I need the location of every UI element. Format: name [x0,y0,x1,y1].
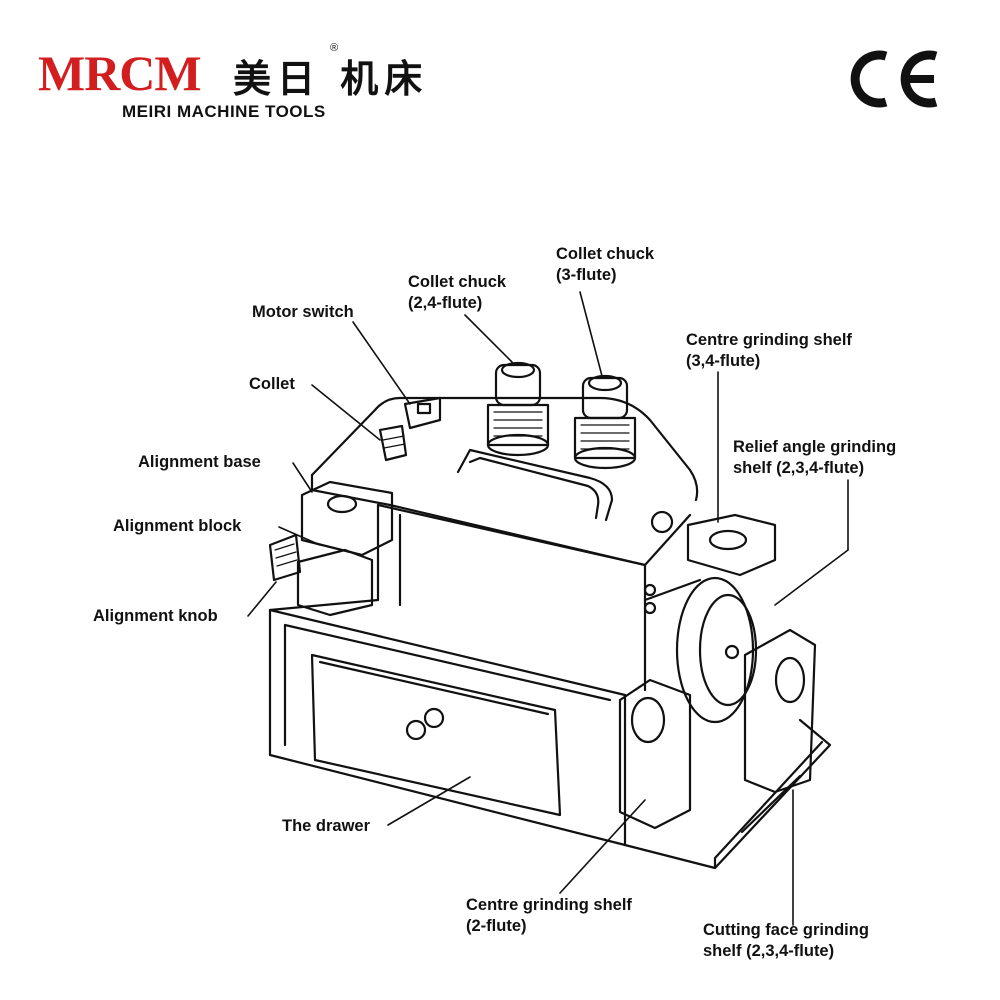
motor-switch [403,396,442,430]
top-handle [456,448,614,522]
brand-logo: MRCM 美日 机床 ® MEIRI MACHINE TOOLS [38,40,458,130]
alignment-assembly [268,480,394,617]
brand-english-name: MEIRI MACHINE TOOLS [122,102,326,121]
label-centre-grinding-shelf-3-4-flute: Centre grinding shelf(3,4-flute) [686,331,852,370]
drawer-outline [310,653,562,817]
collet-chuck-2-4-flute [486,361,550,457]
collet-part [378,424,408,462]
centre-shelf-2-flute [618,678,692,830]
label-collet-chuck-2-4-flute: Collet chuck(2,4-flute) [408,273,507,312]
ce-mark-icon [850,50,938,108]
centre-shelf-3-4-flute [650,510,777,577]
label-centre-grinding-shelf-2-flute: Centre grinding shelf(2-flute) [466,896,632,935]
cutting-face-shelf [743,628,817,794]
grinding-wheel [643,576,758,724]
label-collet-chuck-3-flute: Collet chuck(3-flute) [556,245,655,284]
machine-top-cover [310,396,699,567]
brand-chinese-name: 美日 机床 [233,57,429,101]
label-motor-switch: Motor switch [252,303,354,321]
base-plate [623,718,832,870]
brand-wordmark: MRCM [38,45,202,101]
label-the-drawer: The drawer [282,817,371,835]
label-alignment-knob: Alignment knob [93,607,218,625]
leader-lines [247,291,849,926]
collet-chuck-3-flute [573,374,637,470]
label-collet: Collet [249,375,295,393]
label-alignment-block: Alignment block [113,517,242,535]
machine-body [268,503,647,847]
registered-mark: ® [330,42,339,54]
label-alignment-base: Alignment base [138,453,261,471]
